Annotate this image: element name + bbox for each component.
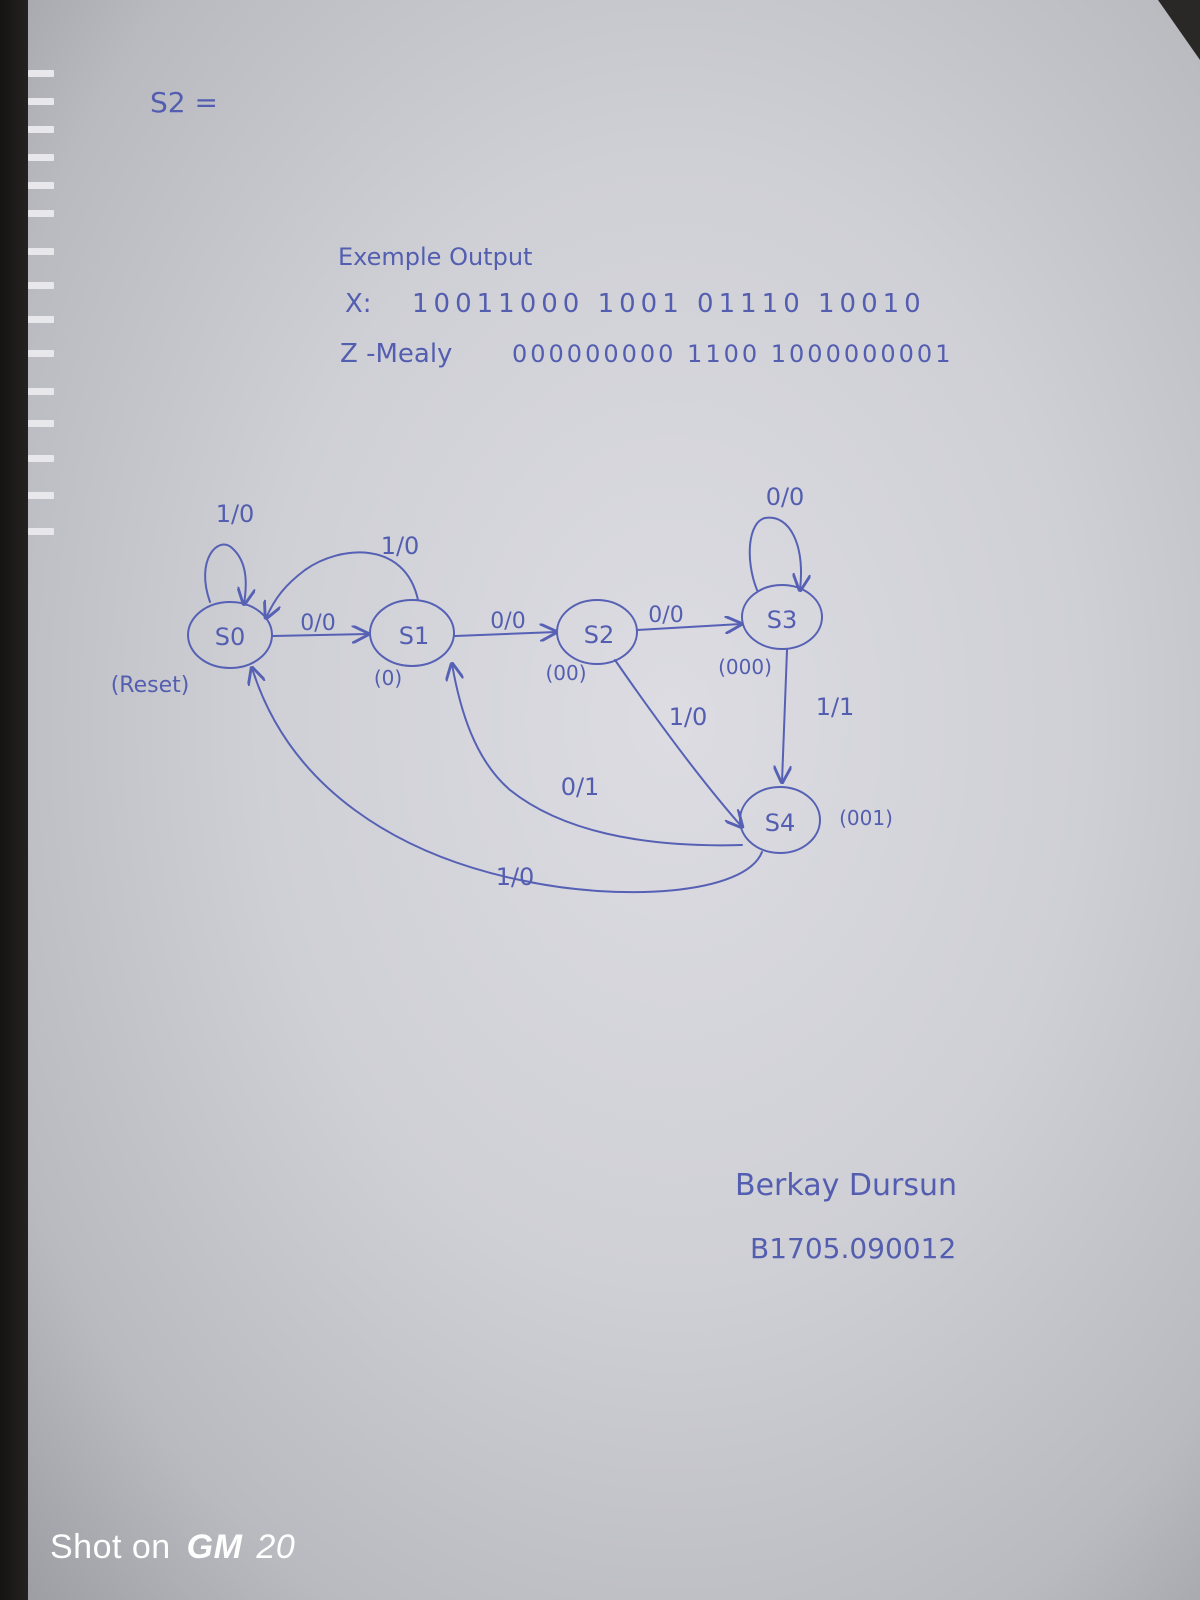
state-s0: S0 (Reset)	[111, 601, 273, 698]
transition-s3-s3: 0/0	[748, 483, 805, 590]
signature-name: Berkay Dursun	[735, 1168, 957, 1203]
state-s1: S1 (0)	[369, 599, 455, 690]
state-s4: S4 (001)	[739, 786, 893, 854]
transition-s0-s1: 0/0	[272, 611, 368, 636]
state-s1-code: (0)	[374, 666, 402, 690]
header-label: S2 =	[150, 86, 218, 119]
transition-s0-s0: 1/0	[204, 500, 255, 604]
transition-s4-s1-label: 0/1	[561, 773, 600, 801]
watermark-brand: GM	[186, 1528, 243, 1566]
watermark-prefix: Shot on	[50, 1528, 171, 1566]
camera-watermark: Shot on GM 20	[50, 1528, 295, 1567]
transition-s4-s0-label: 1/0	[496, 863, 535, 891]
state-s4-code: (001)	[839, 806, 893, 830]
transition-s4-s0: 1/0	[252, 668, 763, 894]
state-s2-label: S2	[584, 621, 615, 649]
state-s3-code: (000)	[718, 655, 772, 679]
state-s3-label: S3	[767, 606, 798, 634]
transition-s1-s2-label: 0/0	[490, 609, 525, 634]
paper-sheet	[28, 0, 1200, 1600]
example-title: Exemple Output	[338, 243, 532, 271]
z-label: Z -Mealy	[340, 339, 452, 369]
state-s0-code: (Reset)	[111, 673, 190, 698]
state-s1-label: S1	[399, 622, 430, 650]
x-bits: 10011000 1001 01110 10010	[412, 289, 926, 319]
z-bits: 000000000 1100 1000000001	[512, 340, 953, 368]
transition-s3-s4: 1/1	[782, 649, 855, 782]
transition-s3-s3-label: 0/0	[766, 483, 805, 511]
transition-s0-s1-label: 0/0	[300, 611, 335, 636]
state-s2-code: (00)	[545, 661, 586, 685]
watermark-model: 20	[256, 1528, 296, 1566]
transition-s1-s2: 0/0	[454, 609, 556, 636]
transition-s1-s0-label: 1/0	[381, 532, 420, 560]
state-s3: S3 (000)	[718, 584, 823, 679]
state-s4-label: S4	[765, 809, 796, 837]
x-label: X:	[345, 289, 372, 319]
state-s0-label: S0	[215, 623, 246, 651]
transition-s2-s3-label: 0/0	[648, 603, 683, 628]
transition-s4-s1: 0/1	[452, 664, 743, 847]
signature-id: B1705.090012	[750, 1232, 956, 1265]
transition-s3-s4-label: 1/1	[816, 693, 855, 721]
transition-s2-s3: 0/0	[636, 603, 741, 630]
transition-s1-s0: 1/0	[266, 532, 419, 618]
transition-s2-s4-label: 1/0	[669, 703, 708, 731]
transition-s2-s4: 1/0	[614, 659, 742, 827]
transition-s0-s0-label: 1/0	[216, 500, 255, 528]
